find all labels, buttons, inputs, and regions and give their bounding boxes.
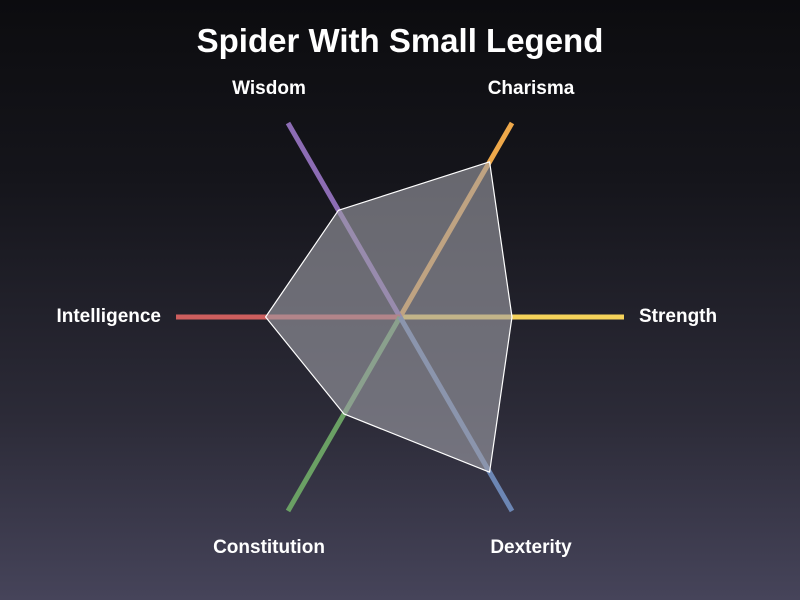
axis-label-charisma: Charisma: [488, 78, 575, 99]
axis-label-dexterity: Dexterity: [490, 537, 572, 558]
axis-label-constitution: Constitution: [213, 537, 325, 558]
series-polygon-0: [265, 161, 513, 473]
chart-title: Spider With Small Legend: [196, 22, 604, 59]
axis-label-intelligence: Intelligence: [56, 306, 161, 327]
axis-label-strength: Strength: [639, 306, 717, 327]
axis-label-wisdom: Wisdom: [232, 78, 306, 99]
